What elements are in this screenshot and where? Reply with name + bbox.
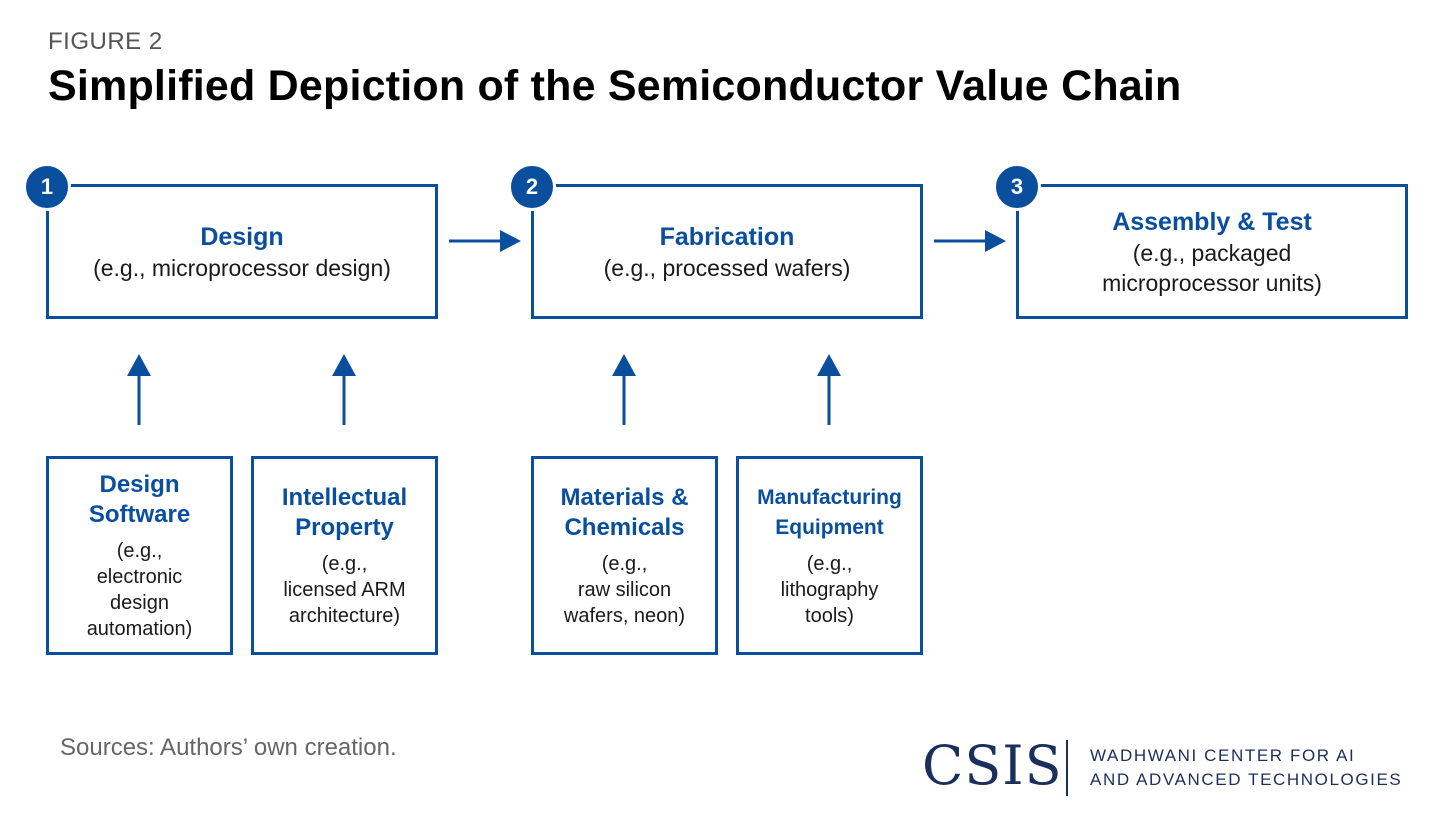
input-desc-line: wafers, neon) — [563, 604, 686, 627]
input-title-line: Property — [295, 513, 394, 541]
input-title-line: Chemicals — [564, 513, 685, 541]
input-desc-line: (e.g., — [321, 552, 368, 575]
input-materials-chemicals-box: Materials & Chemicals (e.g., raw silicon… — [531, 456, 718, 655]
input-desc-line: automation) — [86, 617, 193, 640]
stage-desc: (e.g., microprocessor design) — [93, 254, 391, 281]
input-desc-line: (e.g., — [806, 552, 853, 575]
logo-subtitle-line: AND ADVANCED TECHNOLOGIES — [1090, 770, 1403, 789]
input-desc-line: (e.g., — [116, 539, 163, 562]
source-note: Sources: Authors’ own creation. — [60, 734, 397, 761]
step-badge-3: 3 — [993, 163, 1041, 211]
input-intellectual-property-box: Intellectual Property (e.g., licensed AR… — [251, 456, 438, 655]
stage-title: Design — [200, 222, 284, 251]
input-desc-line: design — [110, 591, 169, 614]
stage-desc-line: (e.g., packaged — [1132, 239, 1292, 266]
input-title-line: Software — [88, 500, 191, 528]
input-title-line: Equipment — [775, 515, 884, 539]
logo-subtitle-line: WADHWANI CENTER FOR AI — [1090, 746, 1356, 765]
csis-logo: CSIS — [922, 734, 1063, 797]
arrow-head — [817, 354, 841, 376]
input-desc-line: electronic — [96, 565, 183, 588]
arrow-head — [127, 354, 151, 376]
input-desc-line: raw silicon — [577, 578, 672, 601]
stage-design-box: Design (e.g., microprocessor design) — [46, 184, 438, 319]
stage-fabrication-box: Fabrication (e.g., processed wafers) — [531, 184, 923, 319]
input-title-line: Materials & — [560, 483, 689, 511]
input-desc-line: architecture) — [288, 604, 401, 627]
stage-assembly-box: Assembly & Test (e.g., packaged micropro… — [1016, 184, 1408, 319]
input-desc-line: tools) — [805, 604, 854, 627]
input-title-line: Intellectual — [281, 483, 408, 511]
figure-title: Simplified Depiction of the Semiconducto… — [48, 62, 1182, 110]
input-title-line: Manufacturing — [757, 485, 902, 509]
logo-divider — [1066, 740, 1068, 796]
input-design-software-box: Design Software (e.g., electronic design… — [46, 456, 233, 655]
step-badge-2: 2 — [508, 163, 556, 211]
arrow-head — [612, 354, 636, 376]
input-desc-line: lithography — [780, 578, 879, 601]
input-title-line: Design — [99, 470, 180, 498]
figure-label: FIGURE 2 — [48, 28, 163, 55]
stage-title: Assembly & Test — [1112, 207, 1312, 236]
arrow-head — [985, 230, 1006, 252]
stage-desc: (e.g., processed wafers) — [603, 254, 851, 281]
stage-desc-line: microprocessor units) — [1102, 269, 1322, 296]
arrow-head — [500, 230, 521, 252]
logo-subtitle: WADHWANI CENTER FOR AI AND ADVANCED TECH… — [1090, 744, 1402, 792]
input-desc-line: (e.g., — [601, 552, 648, 575]
input-desc-line: licensed ARM — [283, 578, 406, 601]
input-manufacturing-equipment-box: Manufacturing Equipment (e.g., lithograp… — [736, 456, 923, 655]
step-badge-1: 1 — [23, 163, 71, 211]
stage-title: Fabrication — [659, 222, 795, 251]
arrow-head — [332, 354, 356, 376]
